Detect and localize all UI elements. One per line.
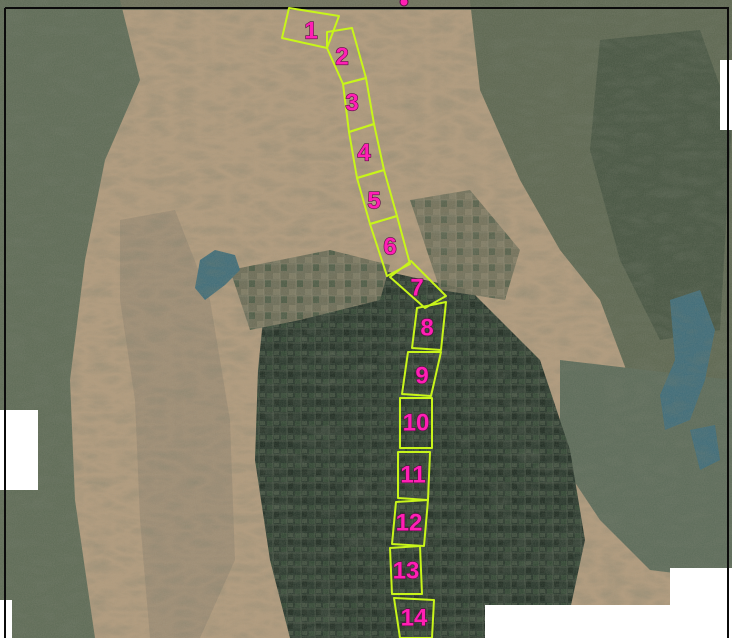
- segment-outline-12: [391, 499, 429, 547]
- segment-label-13: 13: [393, 557, 420, 584]
- segment-outline-14: [393, 597, 435, 638]
- segment-label-3: 3: [345, 89, 358, 116]
- segment-outline-9: [401, 351, 442, 397]
- segment-label-11: 11: [400, 461, 425, 488]
- segment-label-9: 9: [415, 362, 428, 389]
- segment-label-2: 2: [335, 43, 348, 70]
- segment-outline-8: [411, 301, 447, 351]
- segment-label-6: 6: [383, 233, 396, 260]
- segment-label-8: 8: [420, 314, 433, 341]
- segment-label-5: 5: [367, 187, 380, 214]
- segment-label-14: 14: [401, 604, 428, 631]
- segment-label-4: 4: [357, 139, 371, 166]
- segment-label-1: 1: [304, 17, 317, 44]
- segment-label-7: 7: [410, 274, 423, 301]
- segment-label-12: 12: [396, 509, 423, 536]
- segment-label-10: 10: [403, 409, 430, 436]
- segment-outline-7: [389, 260, 447, 309]
- segment-outline-6: [369, 215, 411, 277]
- segment-outline-10: [399, 397, 433, 449]
- segment-outline-13: [389, 545, 423, 595]
